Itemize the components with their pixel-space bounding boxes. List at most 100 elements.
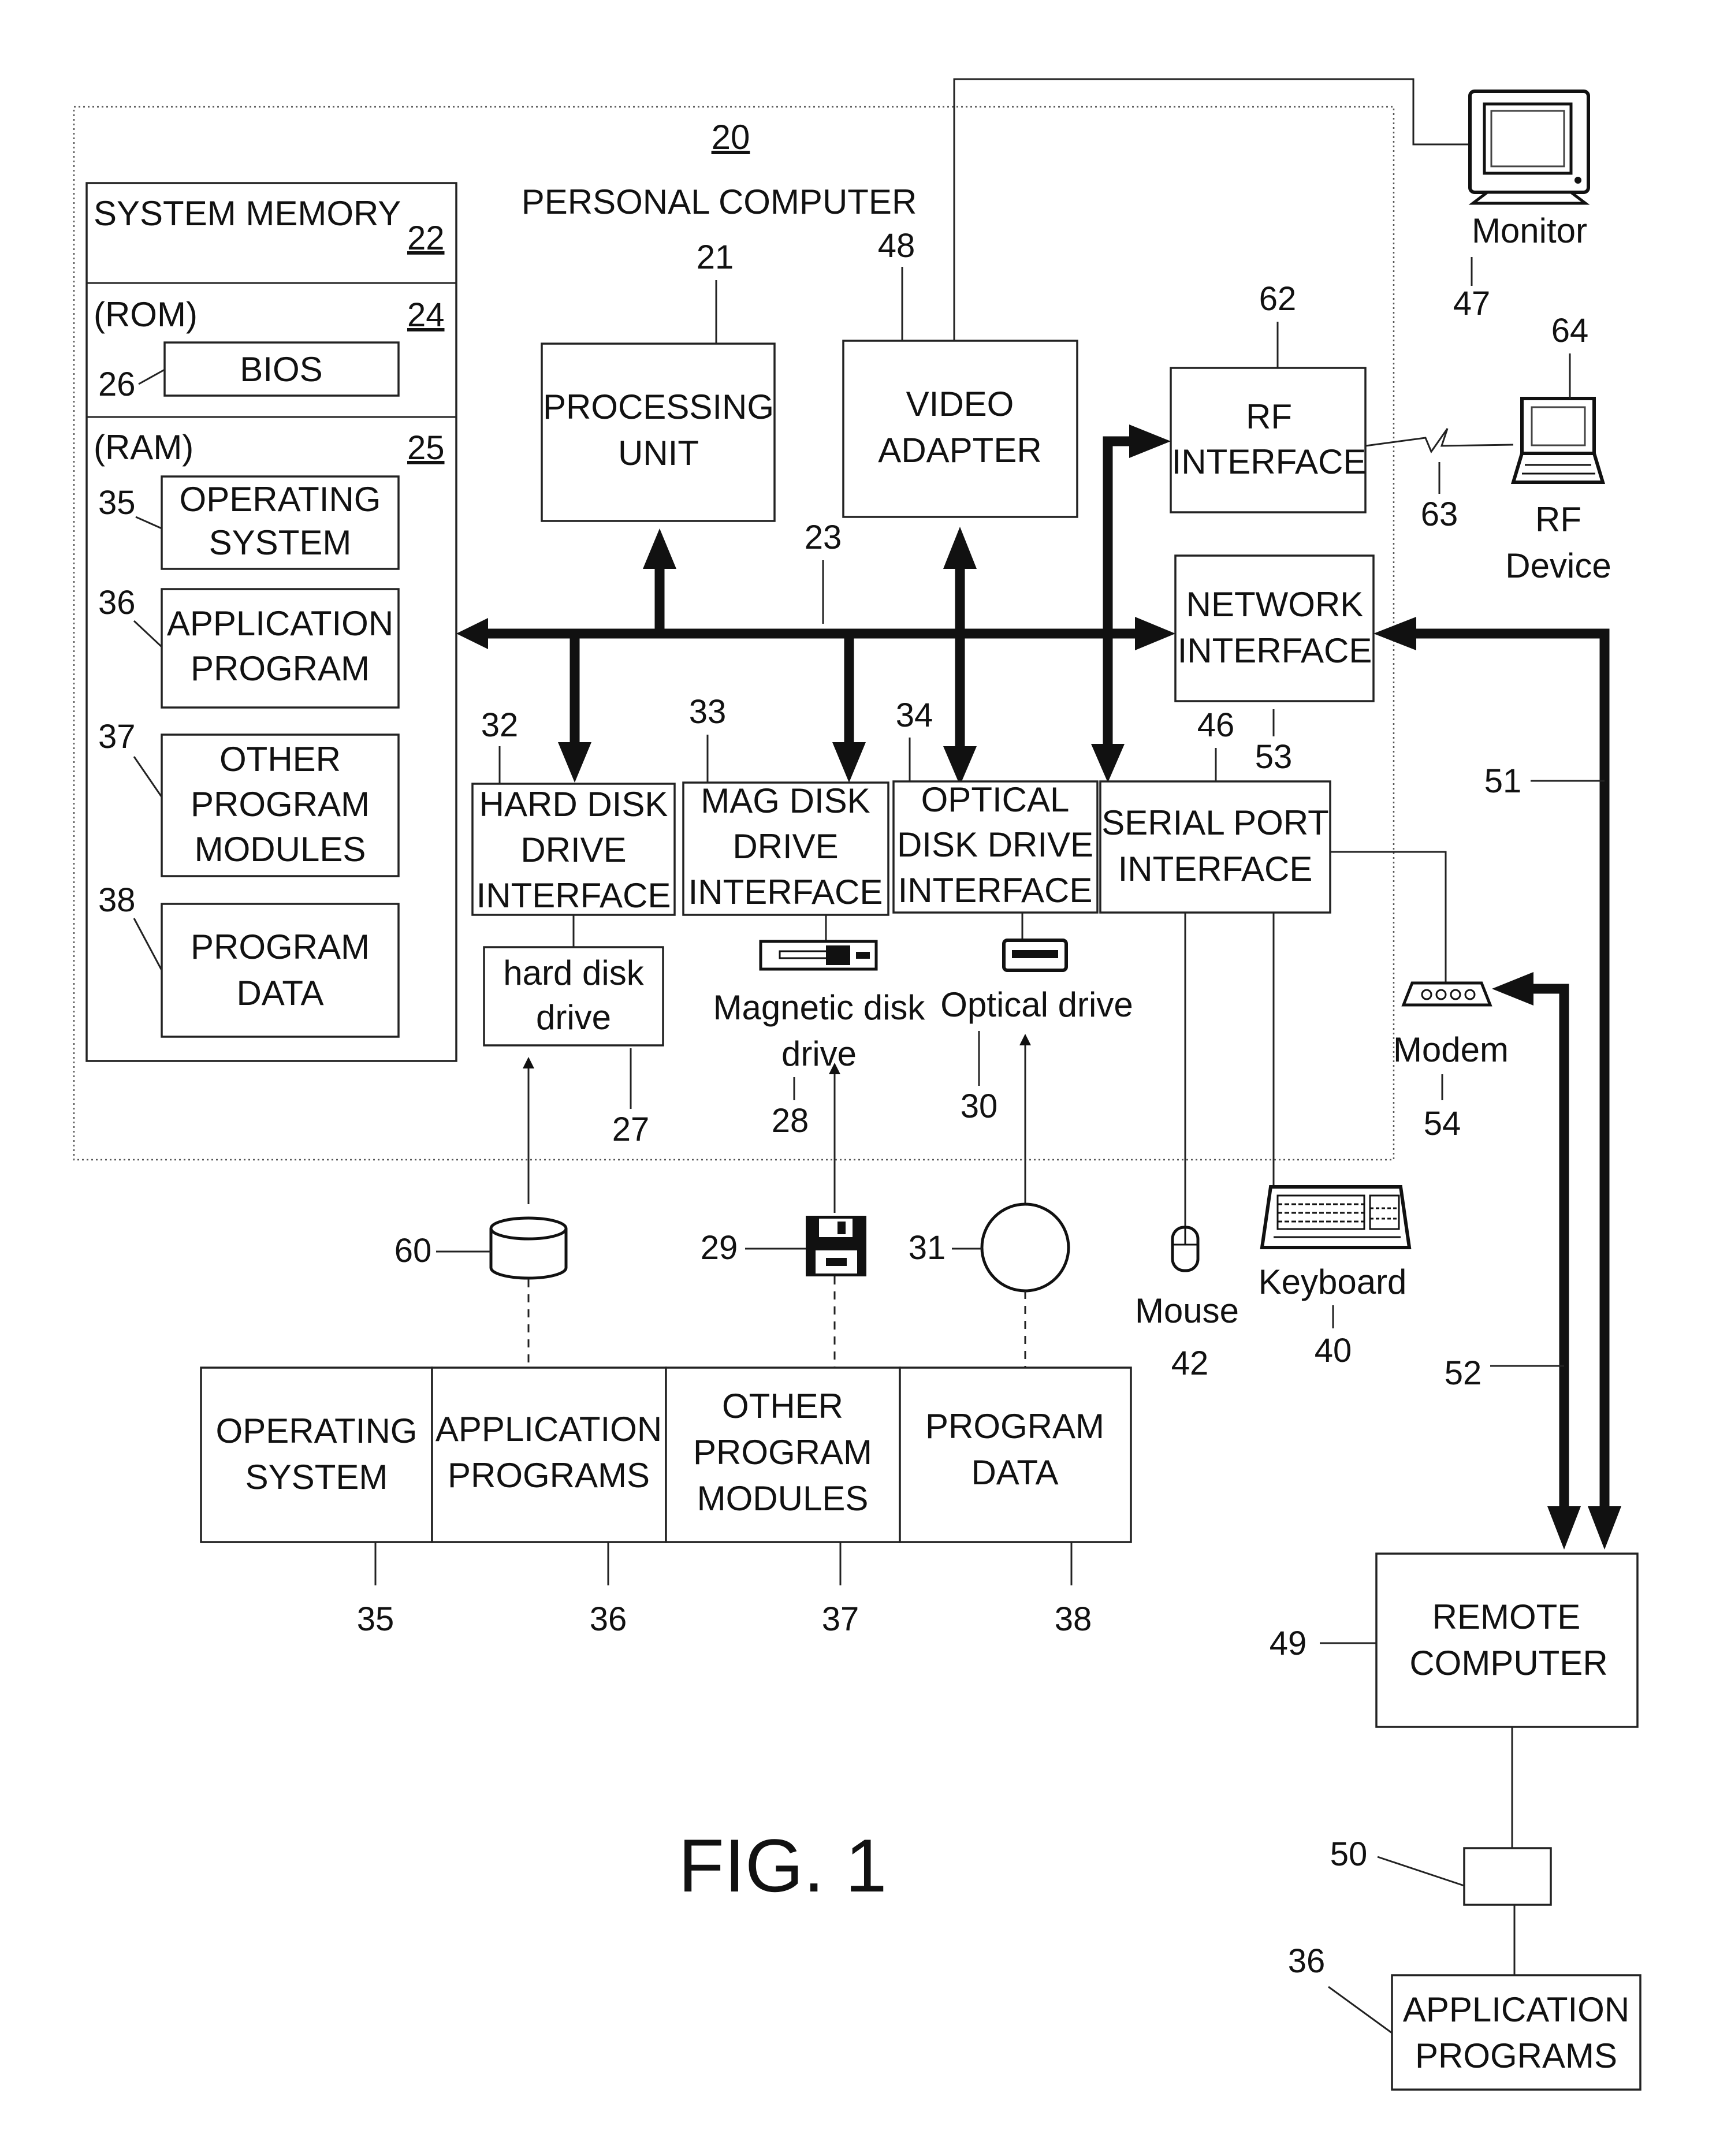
monitor-ref: 47: [1453, 285, 1491, 322]
magnetic-disk-drive-line1: Magnetic disk: [713, 988, 926, 1027]
stored-module-line1: PROGRAM: [925, 1407, 1104, 1446]
optical-drive-ref: 30: [961, 1088, 998, 1125]
processing-unit-line1: PROCESSING: [543, 388, 774, 426]
hard-disk-drive-line1: hard disk: [503, 954, 644, 992]
mem-pdata-line2: DATA: [236, 974, 323, 1012]
mem-os-line2: SYSTEM: [209, 523, 352, 562]
wan-arrow-remote: [1547, 1506, 1581, 1550]
mem-other-ref: 37: [98, 718, 136, 755]
rf-device-line1: RF: [1535, 500, 1581, 539]
mag-interface-line3: INTERFACE: [688, 873, 883, 911]
system-memory: SYSTEM MEMORY 22 (ROM) 24 BIOS 26 (RAM) …: [87, 183, 456, 1061]
video-adapter-line1: VIDEO: [906, 385, 1014, 423]
bios-ref: 26: [98, 366, 136, 403]
mouse: Mouse 42: [1135, 913, 1239, 1382]
bus-arrow-mag: [832, 742, 866, 783]
remote-storage: 50: [1330, 1835, 1551, 1975]
remote-computer-ref: 49: [1270, 1625, 1307, 1662]
remote-app-line2: PROGRAMS: [1415, 2036, 1617, 2075]
bus-arrow-rf: [1129, 425, 1171, 458]
video-adapter-box: [843, 341, 1077, 517]
mem-other-line3: MODULES: [195, 830, 366, 869]
stored-module-box: [432, 1368, 666, 1542]
monitor-icon: [1470, 91, 1588, 203]
optical-interface-ref: 34: [896, 697, 933, 734]
rf-link: 63: [1365, 429, 1513, 533]
optical-media-ref: 31: [909, 1229, 946, 1267]
monitor-cable: [954, 79, 1470, 341]
remote-storage-box: [1464, 1848, 1551, 1905]
figure-label: FIG. 1: [678, 1823, 887, 1908]
lan-arrow-remote: [1588, 1506, 1621, 1550]
bus-arrow-video: [943, 527, 977, 569]
remote-computer-box: [1376, 1554, 1637, 1727]
floppy-disk-icon: [806, 1216, 866, 1276]
optical-interface-line1: OPTICAL: [921, 780, 1070, 819]
stored-module-ref: 36: [590, 1600, 627, 1638]
ram-label: (RAM): [94, 428, 193, 467]
rom-ref: 24: [407, 296, 445, 334]
stored-module-line1: OPERATING: [216, 1412, 418, 1450]
mem-app-ref: 36: [98, 584, 136, 621]
bus-arrow-optical: [943, 746, 977, 785]
optical-disc-icon: [982, 1204, 1069, 1291]
floppy-media-ref: 29: [701, 1229, 738, 1267]
optical-drive: Optical drive 30: [940, 913, 1133, 1125]
video-adapter: VIDEO ADAPTER 48: [843, 79, 1470, 517]
mem-pdata-line1: PROGRAM: [191, 928, 370, 966]
network-interface-line2: INTERFACE: [1178, 631, 1372, 670]
remote-computer-line1: REMOTE: [1432, 1598, 1581, 1636]
monitor: Monitor 47: [1453, 91, 1588, 322]
optical-interface: OPTICAL DISK DRIVE INTERFACE 34: [894, 697, 1097, 913]
keyboard-icon: [1262, 1187, 1409, 1248]
stored-module-box: [201, 1368, 432, 1542]
system-bus-ref: 23: [805, 519, 842, 556]
processing-unit-ref: 21: [697, 239, 734, 276]
mem-program-data-box: [162, 904, 399, 1037]
network-interface-line1: NETWORK: [1186, 585, 1364, 624]
serial-port-interface-box: [1100, 781, 1330, 913]
bus-arrow-hdd: [558, 742, 591, 783]
rf-interface: RF INTERFACE 62: [1171, 280, 1366, 512]
hard-disk-drive-line2: drive: [536, 998, 611, 1037]
remote-computer: REMOTE COMPUTER 49: [1270, 1554, 1637, 1848]
system-memory-ref: 22: [407, 219, 445, 257]
mem-app-line1: APPLICATION: [167, 604, 393, 643]
rf-device-line2: Device: [1505, 546, 1611, 585]
rf-link-ref: 63: [1421, 496, 1458, 533]
mem-os-line1: OPERATING: [180, 480, 381, 519]
wan-link-ref: 52: [1445, 1354, 1482, 1392]
mouse-ref: 42: [1171, 1345, 1209, 1382]
rf-device: 64 RF Device: [1505, 312, 1611, 585]
mem-other-line2: PROGRAM: [191, 785, 370, 824]
lan-link-ref: 51: [1484, 762, 1522, 800]
rf-device-ref: 64: [1551, 312, 1589, 349]
magnetic-disk-drive-ref: 28: [772, 1102, 809, 1140]
modem-label: Modem: [1393, 1030, 1509, 1069]
mem-other-line1: OTHER: [219, 740, 341, 779]
keyboard: Keyboard 40: [1259, 913, 1409, 1369]
mag-interface-line2: DRIVE: [732, 827, 838, 866]
serial-port-interface: SERIAL PORT INTERFACE 46: [1100, 706, 1330, 913]
floppy-drive-icon: [761, 941, 876, 969]
hdd-interface-line3: INTERFACE: [477, 876, 671, 915]
remote-app-line1: APPLICATION: [1403, 1990, 1629, 2029]
hard-disk-drive: hard disk drive 27: [484, 915, 663, 1148]
rf-interface-ref: 62: [1259, 280, 1297, 318]
mouse-icon: [1172, 1227, 1198, 1271]
remote-application-programs: APPLICATION PROGRAMS 36: [1288, 1942, 1640, 2090]
rf-interface-line2: INTERFACE: [1172, 442, 1367, 481]
wan-arrow-modem: [1492, 972, 1533, 1006]
disk-platter-icon: [491, 1218, 566, 1278]
bus-arrow-memory: [456, 618, 488, 649]
stored-module-ref: 37: [822, 1600, 859, 1638]
processing-unit-line2: UNIT: [618, 434, 699, 472]
mem-os-ref: 35: [98, 484, 136, 522]
lan-arrow-network: [1373, 617, 1416, 650]
stored-module-line2: SYSTEM: [245, 1458, 388, 1496]
optical-interface-line2: DISK DRIVE: [897, 825, 1093, 864]
bus-arrow-serial: [1091, 744, 1125, 783]
rf-interface-box: [1171, 368, 1365, 512]
stored-module-line1: OTHER: [722, 1387, 843, 1425]
